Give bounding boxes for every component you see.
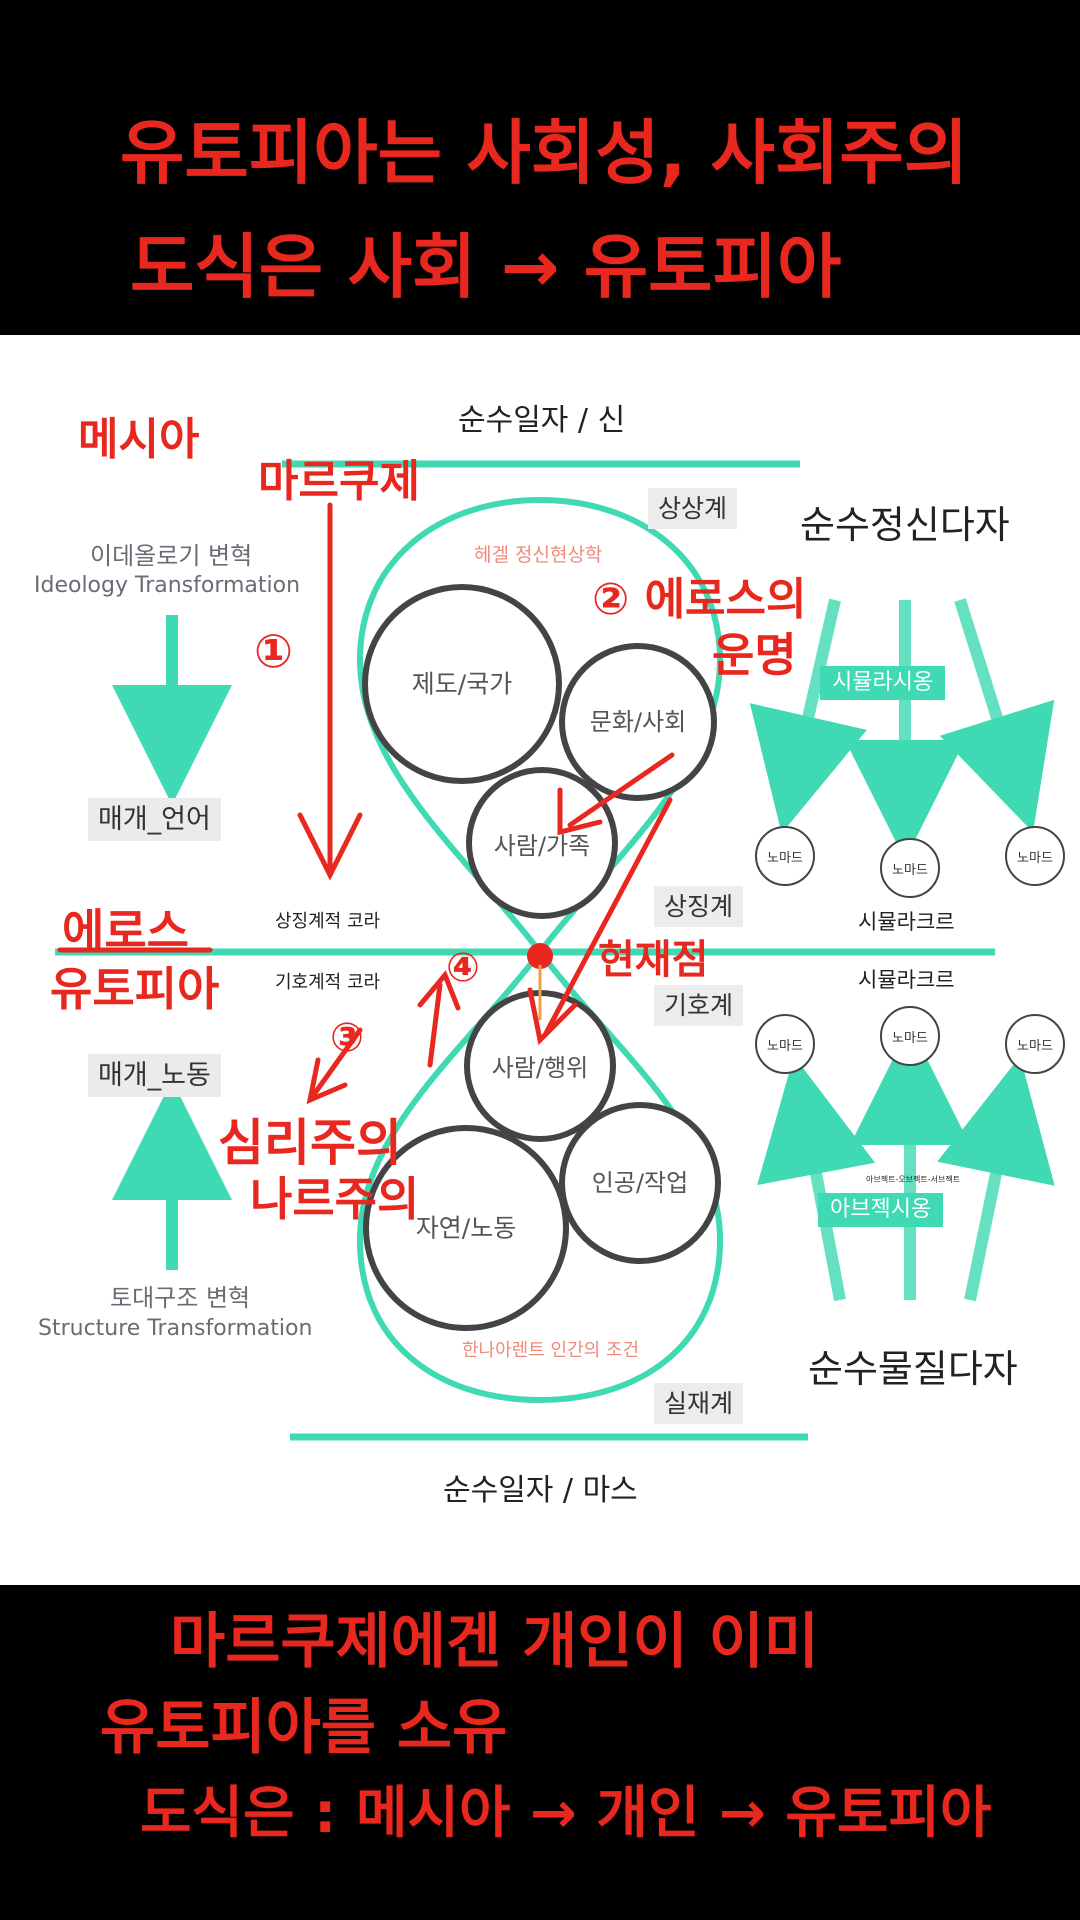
footer-note-line3: 도식은 : 메시아 → 개인 → 유토피아 bbox=[140, 1781, 992, 1846]
present-arrow bbox=[542, 797, 673, 1038]
sign-kora-label: 기호계적 코라 bbox=[275, 972, 381, 993]
realm-real: 실재계 bbox=[654, 1383, 744, 1424]
medium-labor: 매개_노동 bbox=[88, 1054, 221, 1097]
nomad-circle: 노마드 bbox=[880, 1006, 940, 1066]
annotation-marcuse: 마르쿠제 bbox=[258, 456, 420, 507]
annotation-eros-utopia-2: 유토피아 bbox=[50, 962, 220, 1016]
arrow-4 bbox=[427, 982, 443, 1068]
circle-labor bbox=[363, 1125, 569, 1331]
abjection-arrow-right bbox=[937, 1056, 1055, 1302]
circle-institution bbox=[362, 584, 562, 784]
annotation-psych-2: 나르주의 bbox=[250, 1172, 420, 1226]
bottom-note-band bbox=[0, 1585, 1080, 1920]
symbolic-kora-label: 상징계적 코라 bbox=[275, 911, 381, 932]
top-title: 순수일자 / 신 bbox=[458, 403, 626, 438]
simulation-box: 시뮬라시옹 bbox=[820, 666, 946, 700]
marcuse-arrow-head bbox=[297, 812, 363, 881]
ideology-label-en: Ideology Transformation bbox=[34, 573, 301, 598]
circle-labor-label: 자연/노동 bbox=[415, 1213, 517, 1243]
simulation-arrow-left bbox=[749, 598, 867, 834]
annotation-fate: 운명 bbox=[712, 628, 797, 682]
top-note-band bbox=[0, 0, 1080, 335]
circle-culture bbox=[559, 643, 717, 801]
circle-family-label: 사람/가족 bbox=[493, 832, 591, 860]
structure-label-ko: 토대구조 변혁 bbox=[110, 1284, 251, 1312]
structure-label-en: Structure Transformation bbox=[38, 1316, 313, 1341]
nomad-circle: 노마드 bbox=[755, 826, 815, 886]
annotation-messiah: 메시아 bbox=[78, 414, 200, 465]
arrow-4-head bbox=[417, 970, 461, 1011]
annotation-num1: ① bbox=[254, 624, 293, 678]
circle-work-label: 인공/작업 bbox=[591, 1169, 689, 1197]
circle-culture-label: 문화/사회 bbox=[589, 708, 687, 736]
arrow-3-head bbox=[306, 1057, 348, 1105]
simulacre-lower-label: 시뮬라크르 bbox=[858, 968, 955, 992]
hegel-label: 헤겔 정신현상학 bbox=[474, 544, 603, 566]
realm-sign: 기호계 bbox=[654, 985, 744, 1026]
simulacre-upper-label: 시뮬라크르 bbox=[858, 910, 955, 934]
annotation-eros-utopia-1: 에로스 bbox=[62, 904, 189, 958]
nomad-circle: 노마드 bbox=[755, 1014, 815, 1074]
abjection-box: 아브젝시옹 bbox=[818, 1193, 944, 1227]
pure-matter-label: 순수물질다자 bbox=[808, 1347, 1018, 1391]
circle-action-label: 사람/행위 bbox=[491, 1054, 589, 1082]
realm-symbolic: 상징계 bbox=[654, 886, 744, 927]
nomad-circle: 노마드 bbox=[1005, 1014, 1065, 1074]
circle-institution-label: 제도/국가 bbox=[411, 669, 513, 699]
annotation-eros-fate: ② 에로스의 bbox=[592, 574, 807, 625]
fate-arrow bbox=[567, 752, 675, 828]
present-point-dot bbox=[527, 943, 553, 969]
arrow-3 bbox=[307, 1027, 363, 1103]
red-annotation-strokes bbox=[57, 502, 675, 1105]
bottom-title: 순수일자 / 마스 bbox=[443, 1473, 638, 1508]
annotation-present: 현재점 bbox=[598, 937, 709, 983]
fate-arrow-head bbox=[557, 787, 603, 836]
annotation-num3: ③ bbox=[330, 1015, 364, 1061]
realm-imaginary: 상상계 bbox=[648, 488, 738, 529]
circle-family bbox=[466, 767, 618, 919]
simulation-arrow-right bbox=[939, 598, 1055, 833]
abjection-small-label: 아브젝트-오브젝트-서브젝트 bbox=[866, 1175, 961, 1184]
present-arrow-head bbox=[527, 987, 578, 1046]
annotation-num4: ④ bbox=[446, 945, 480, 991]
medium-language: 매개_언어 bbox=[88, 798, 221, 841]
header-note-line1: 유토피아는 사회성, 사회주의 bbox=[120, 112, 969, 194]
ideology-label-ko: 이데올로기 변혁 bbox=[90, 542, 253, 570]
header-note-line2: 도식은 사회 → 유토피아 bbox=[130, 226, 842, 308]
circle-work bbox=[559, 1102, 721, 1264]
pure-spirit-label: 순수정신다자 bbox=[800, 503, 1010, 547]
footer-note-line1: 마르쿠제에겐 개인이 이미 bbox=[170, 1607, 819, 1677]
arendt-label: 한나아렌트 인간의 조건 bbox=[462, 1340, 640, 1361]
footer-note-line2: 유토피아를 소유 bbox=[100, 1693, 508, 1763]
nomad-circle: 노마드 bbox=[1005, 826, 1065, 886]
annotation-psych-1: 심리주의 bbox=[218, 1114, 402, 1172]
nomad-circle: 노마드 bbox=[880, 838, 940, 898]
